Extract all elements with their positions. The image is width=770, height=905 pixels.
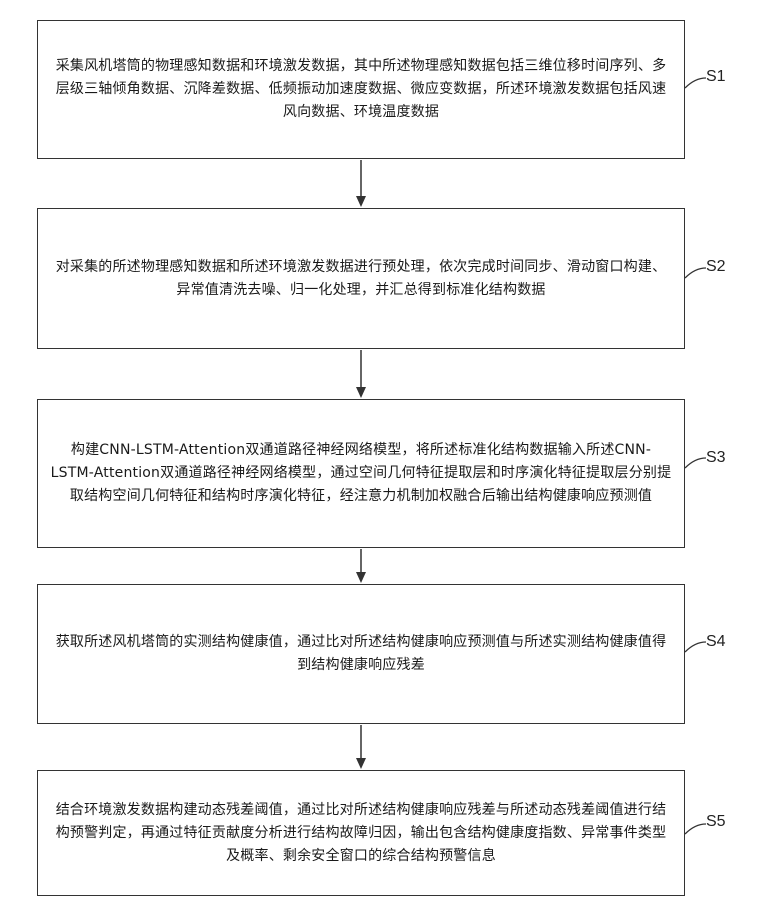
arrow-s4-s5 bbox=[356, 725, 366, 769]
arrow-s2-s3 bbox=[356, 350, 366, 398]
arrow-s3-s4 bbox=[356, 549, 366, 583]
arrow-s1-s2 bbox=[356, 160, 366, 207]
